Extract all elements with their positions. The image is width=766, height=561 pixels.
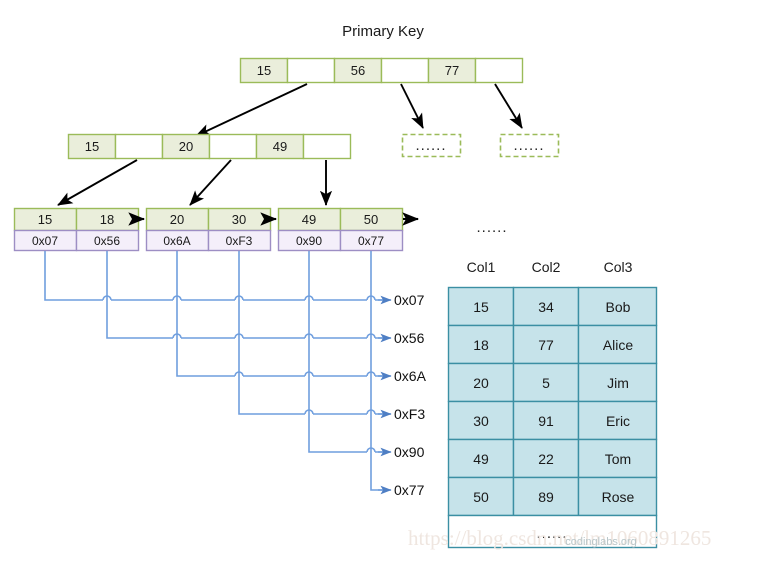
leaf-2-key-1: 50 [364,212,378,227]
table-cell: 34 [538,299,554,315]
root-to-internal-arrows [195,83,523,137]
table-cell: 22 [538,451,554,467]
table-cell: Bob [606,299,631,315]
leaf-node-0: 15 18 0x07 0x56 [13,207,140,252]
address-label-4: 0x90 [394,444,425,460]
table-cell: 91 [538,413,554,429]
leaf-2-pointer-1: 0x77 [358,234,384,248]
leaf-1-pointer-0: 0x6A [163,234,190,248]
table-row: 49 22 Tom [447,438,658,479]
table-row: 20 5 Jim [447,362,658,403]
internal-cell-key-1: 20 [179,139,193,154]
table-header-2: Col3 [604,259,633,275]
leaf-2-pointer-0: 0x90 [296,234,322,248]
table-cell: 89 [538,489,554,505]
address-label-2: 0x6A [394,368,427,384]
internal-to-leaf-arrows [57,159,333,206]
leaf-0-key-1: 18 [100,212,114,227]
table-row: 15 34 Bob [447,286,658,327]
table-cell: 49 [473,451,489,467]
table-cell: 77 [538,337,554,353]
table-cell: Tom [605,451,631,467]
table-footer-ellipsis: ...... [536,525,567,542]
root-node: 15 56 77 [239,57,524,84]
leaf-1-pointer-1: 0xF3 [226,234,253,248]
table-cell: 15 [473,299,489,315]
table-cell: 5 [542,375,550,391]
placeholder-label-0: ...... [415,137,446,154]
leaf-2-key-0: 49 [302,212,316,227]
internal-node: 15 20 49 [67,133,352,160]
data-table: Col1 Col2 Col3 15 34 Bob 18 77 Alice 20 [447,259,658,549]
address-label-5: 0x77 [394,482,425,498]
address-labels: 0x07 0x56 0x6A 0xF3 0x90 0x77 [394,292,427,498]
table-cell: Jim [607,375,629,391]
page-title: Primary Key [342,23,424,40]
table-cell: Alice [603,337,634,353]
leaf-node-2: 49 50 0x90 0x77 [277,207,404,252]
leaf-0-key-0: 15 [38,212,52,227]
placeholder-node-1: ...... [499,133,560,158]
root-cell-key-1: 56 [351,63,365,78]
placeholder-node-0: ...... [401,133,462,158]
root-cell-key-2: 77 [445,63,459,78]
table-cell: Rose [602,489,635,505]
table-cell: 50 [473,489,489,505]
table-header-0: Col1 [467,259,496,275]
table-row: 30 91 Eric [447,400,658,441]
address-label-3: 0xF3 [394,406,425,422]
table-row: 50 89 Rose [447,476,658,517]
leaf-1-key-0: 20 [170,212,184,227]
watermark-url: https://blog.csdn.net/lm1060891265 [408,526,711,550]
table-footer-row: ...... [447,514,658,549]
pointer-connectors [44,251,392,495]
table-row: 18 77 Alice [447,324,658,365]
table-cell: 18 [473,337,489,353]
table-header-1: Col2 [532,259,561,275]
table-cell: 30 [473,413,489,429]
leaf-0-pointer-1: 0x56 [94,234,120,248]
placeholder-label-1: ...... [513,137,544,154]
address-label-0: 0x07 [394,292,425,308]
internal-cell-key-0: 15 [85,139,99,154]
root-cell-key-0: 15 [257,63,271,78]
table-cell: 20 [473,375,489,391]
leaf-node-1: 20 30 0x6A 0xF3 [145,207,272,252]
address-label-1: 0x56 [394,330,425,346]
table-cell: Eric [606,413,630,429]
watermark-site: codinglabs.org [565,536,637,548]
leaf-1-key-1: 30 [232,212,246,227]
leaf-0-pointer-0: 0x07 [32,234,58,248]
table-ellipsis-above: ...... [476,219,507,236]
internal-cell-key-2: 49 [273,139,287,154]
